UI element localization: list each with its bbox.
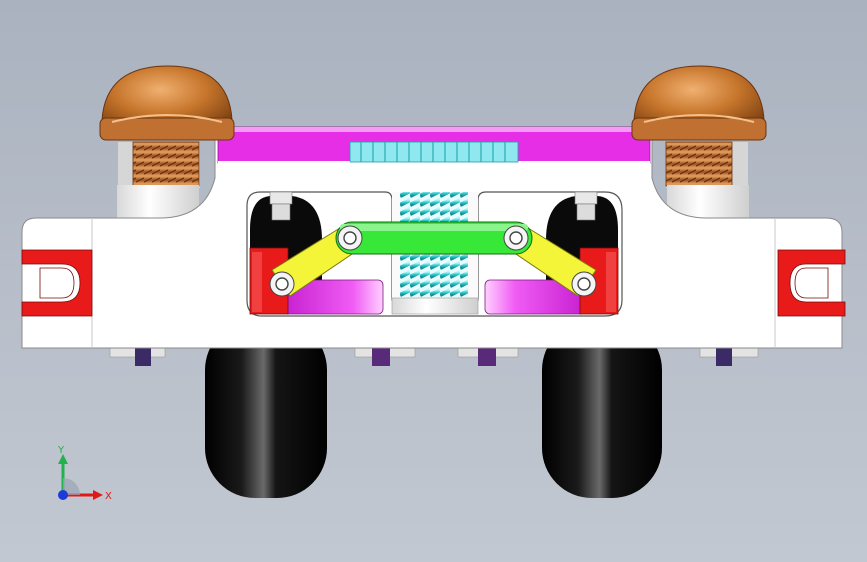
red-clamp-side-right: [777, 249, 846, 317]
pivot-pin-4: [571, 271, 597, 297]
pivot-pin-1: [337, 225, 363, 251]
hex-bolt-right: [574, 191, 598, 221]
view-triad-icon: Y X: [57, 445, 112, 502]
pivot-pin-2: [503, 225, 529, 251]
knob-left: [99, 65, 235, 141]
triad-y-label: Y: [57, 445, 65, 456]
green-link: [335, 221, 533, 255]
thread-stud-right: [665, 141, 749, 220]
red-clamp-side-left: [21, 249, 93, 317]
thread-stud-left: [117, 141, 200, 220]
triad-x-label: X: [105, 491, 112, 502]
hex-bolt-left: [269, 191, 293, 221]
wheel-left: [205, 320, 327, 498]
knob-right: [631, 65, 767, 141]
wheel-right: [542, 320, 662, 498]
rack-teeth: [349, 141, 519, 163]
pivot-pin-3: [269, 271, 295, 297]
